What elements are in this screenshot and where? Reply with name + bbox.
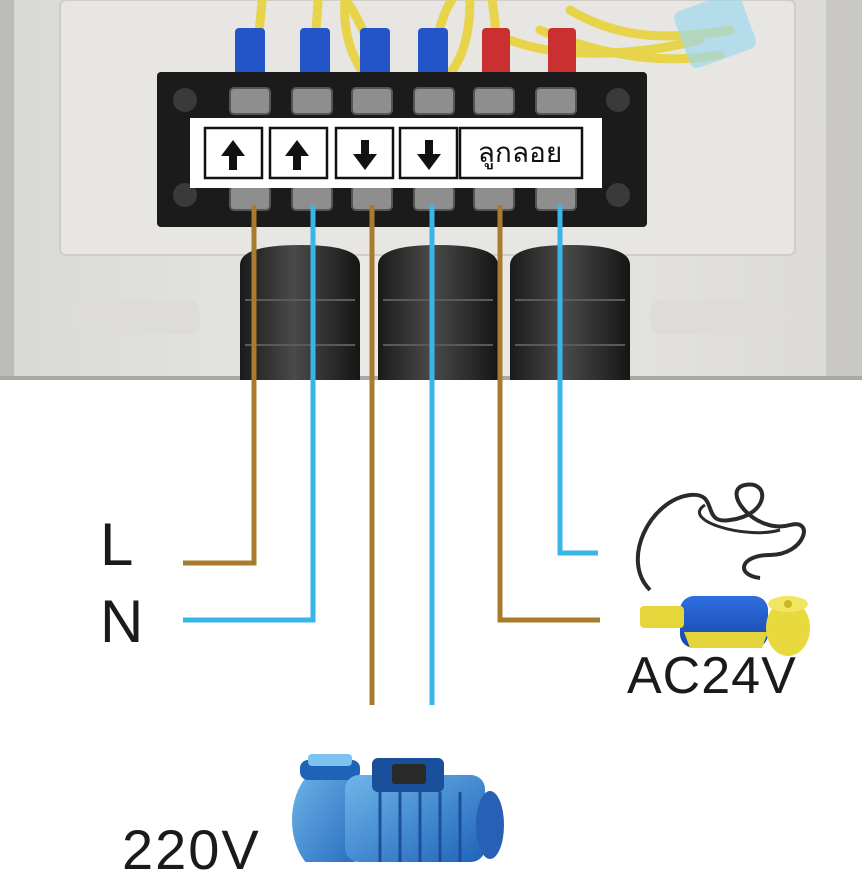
pump-voltage-label: 220V <box>122 818 261 881</box>
live-wire <box>183 205 257 566</box>
cable-tape <box>674 0 756 68</box>
crimp-terminals <box>235 28 576 78</box>
up-arrow-icon <box>285 140 309 170</box>
live-label: L <box>100 511 134 578</box>
float-switch-label: ลูกลอย <box>477 136 563 169</box>
wiring-diagram <box>0 0 862 862</box>
up-arrow-icon <box>221 140 245 170</box>
down-arrow-icon <box>353 140 377 170</box>
neutral-wire <box>183 205 316 623</box>
terminal-block <box>157 72 647 227</box>
water-pump-icon <box>292 754 504 862</box>
wiring-lines <box>183 205 600 705</box>
float-switch-icon <box>635 482 810 656</box>
float-wire-brown <box>497 205 600 623</box>
float-wire-blue <box>557 205 598 556</box>
neutral-label: N <box>100 588 144 655</box>
down-arrow-icon <box>417 140 441 170</box>
float-voltage-label: AC24V <box>627 647 797 705</box>
cable-glands <box>240 245 630 380</box>
